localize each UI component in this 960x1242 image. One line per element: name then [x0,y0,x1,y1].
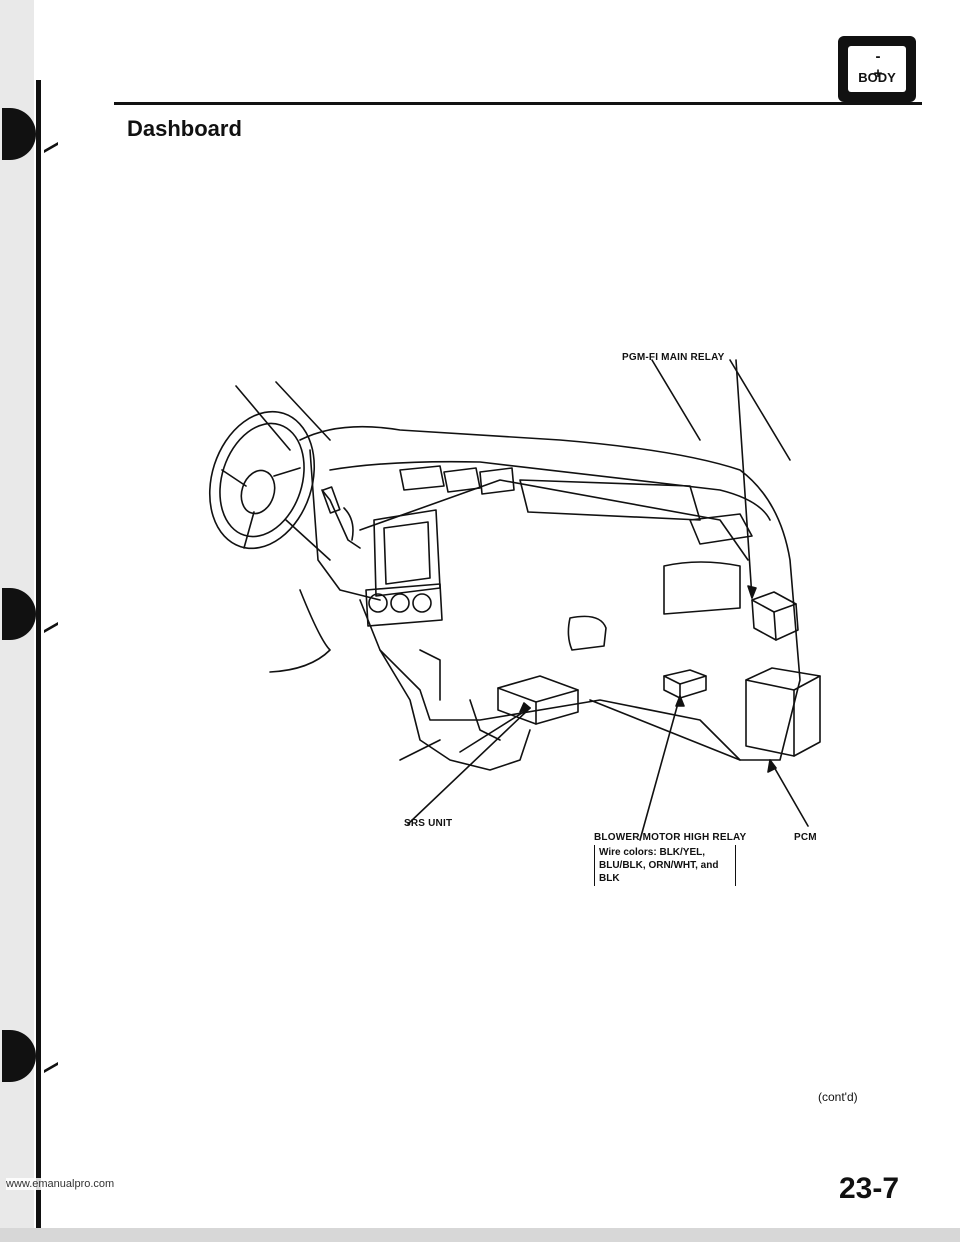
wire-colors-line-2: BLU/BLK, ORN/WHT, and BLK [599,860,719,884]
source-watermark-url: www.emanualpro.com [6,1178,115,1190]
blower-motor-relay-label: BLOWER MOTOR HIGH RELAY [594,832,747,843]
pcm-box [745,667,821,757]
callout-leader-lines [235,359,809,841]
page-number: 23-7 [839,1172,900,1205]
wire-colors-note: Wire colors: BLK/YEL, BLU/BLK, ORN/WHT, … [594,845,736,886]
pcm-label: PCM [794,832,817,843]
body-battery-icon: - + BODY [838,36,916,102]
blower-relay-box [663,669,707,699]
pgm-fi-main-relay-label: PGM-FI MAIN RELAY [622,352,725,363]
page-title: Dashboard [127,116,242,141]
srs-unit-label: SRS UNIT [404,818,453,829]
pgm-fi-relay-box [751,591,799,641]
battery-terminals-label: - + [873,48,897,82]
srs-unit-box [497,675,579,725]
steering-wheel-drawing [208,410,331,561]
wire-colors-line-1: Wire colors: BLK/YEL, [599,847,706,858]
header-rule [114,102,922,105]
footer-bar [0,1228,960,1242]
body-section-label: BODY [858,70,896,85]
continued-note: (cont'd) [818,1090,858,1104]
dash-panel-drawing [269,425,801,771]
page-spine-line [36,80,41,1242]
